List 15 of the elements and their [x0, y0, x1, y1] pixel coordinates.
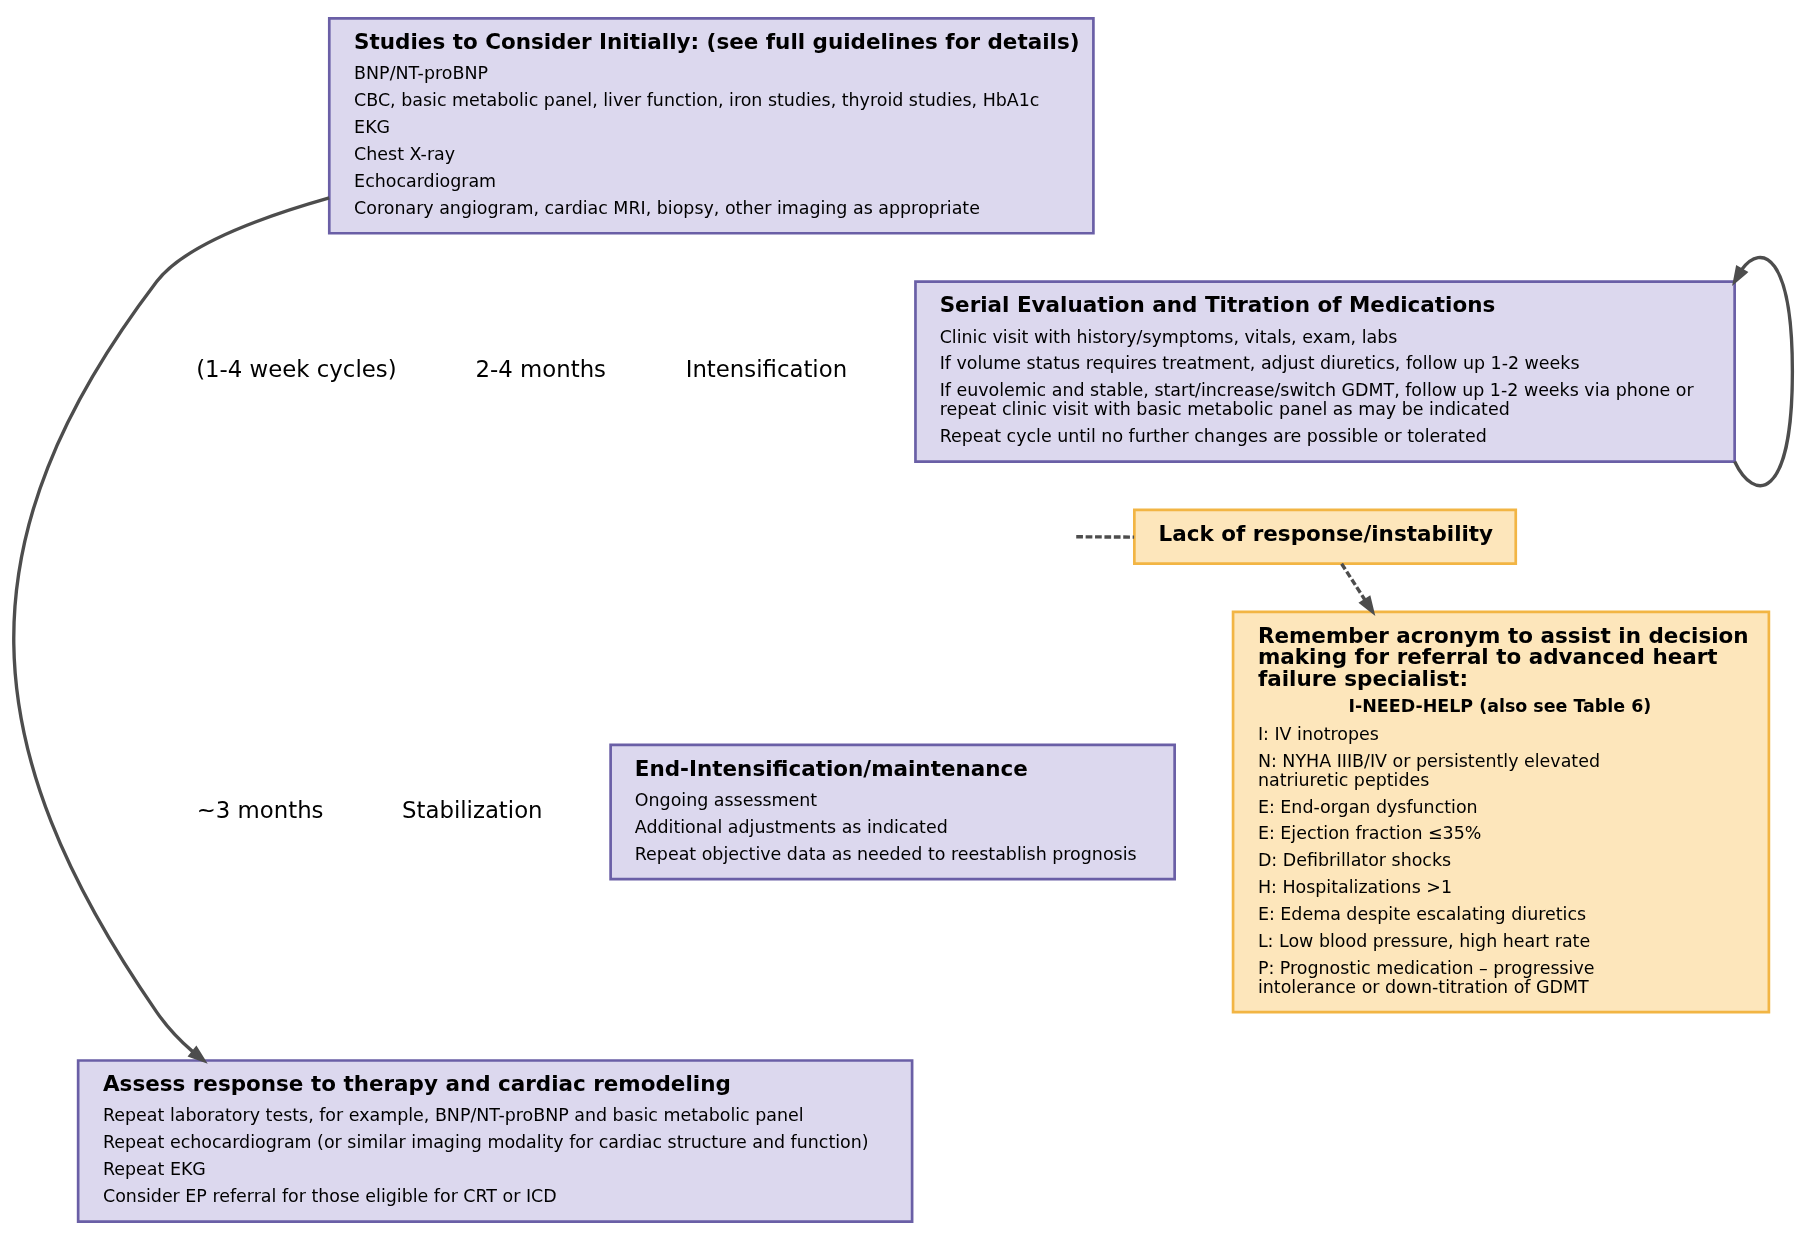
connector — [1076, 534, 1135, 539]
arrow — [12, 195, 330, 1064]
label: ~3 months — [196, 796, 324, 823]
node-box: Lack of response/instability — [1133, 508, 1518, 565]
node-box: Studies to Consider Initially: (see full guidelines for details) BNP/NT-proBNP CBC, basic metabolic panel, liver function, iron studies, thyroid studies, HbA1c EKG Chest X-ray Echocardiogram Coronary angiogram, cardiac MRI, biopsy, other imaging as appropriate — [327, 16, 1095, 235]
arrow — [1340, 562, 1376, 616]
label: Intensification — [685, 355, 848, 382]
node-box: Assess response to therapy and cardiac remodeling Repeat laboratory tests, for example, BNP/NT-proBNP and basic metabolic panel Repeat echocardiogram (or similar imaging modality for cardiac structure and function) Repeat EKG Consider EP referral for those eligible for CRT or ICD — [76, 1058, 914, 1223]
label: Stabilization — [402, 796, 543, 823]
label: (1-4 week cycles) — [196, 355, 397, 382]
node-box: Serial Evaluation and Titration of Medications Clinic visit with history/symptoms, vitals, exam, labs If volume status requires treatment, adjust diuretics, follow up 1-2 weeks If euvolemic and stable, start/increase/switch GDMT, follow up 1-2 weeks via phone or repeat clinic visit with basic metabolic panel as may be indicated Repeat cycle until no further changes are possible or tolerated — [914, 279, 1736, 463]
label: 2-4 months — [475, 355, 607, 382]
arrow — [1732, 255, 1795, 487]
node-box: End-Intensification/maintenance Ongoing assessment Additional adjustments as indicated Repeat objective data as needed to reestablish prognosis — [609, 743, 1176, 881]
node-box: Remember acronym to assist in decision making for referral to advanced heart failure specialist: I-NEED-HELP (also see Table 6) I: IV inotropes N: NYHA IIIB/IV or persistently elevated natriuretic peptides E: End-organ dysfunction E: Ejection fraction ≤35% D: Defibrillator shocks H: Hospitalizations >1 E: Edema despite escalating diuretics L: Low blood pressure, high heart rate P: Prognostic medication – progressive intolerance or down-titration of GDMT — [1231, 610, 1771, 1013]
